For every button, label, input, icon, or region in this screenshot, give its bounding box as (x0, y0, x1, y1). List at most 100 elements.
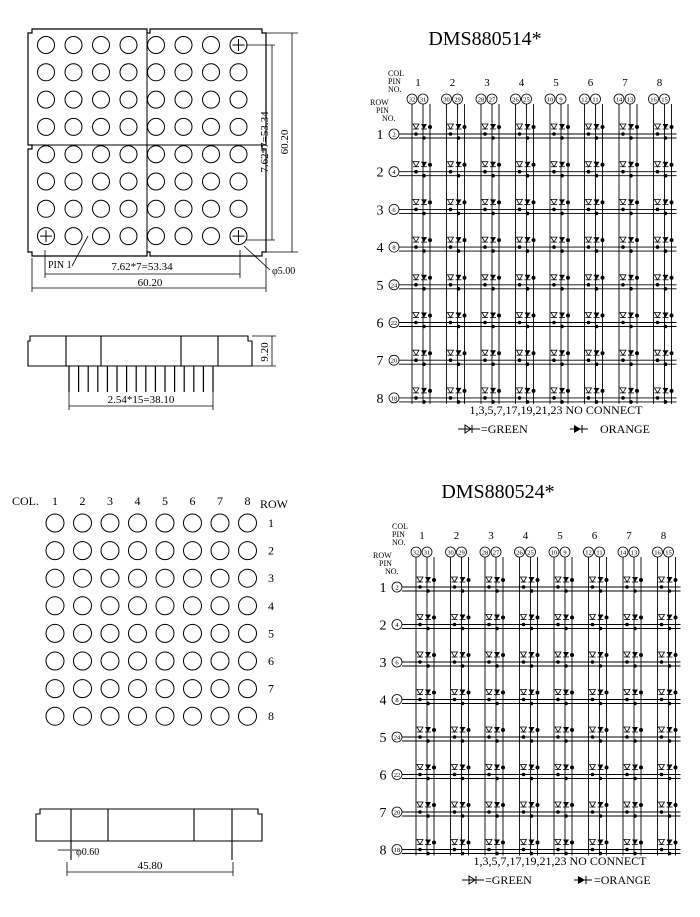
green-led-diode (515, 387, 524, 394)
row-pin-number: 20 (394, 810, 401, 817)
green-led-diode (653, 198, 662, 206)
junction-dot (604, 653, 609, 657)
side-height-label: 9.20 (259, 342, 271, 362)
row-pin-number: 2 (392, 132, 395, 139)
junction-dot (663, 400, 668, 404)
junction-dot (633, 776, 637, 781)
col-number: 1 (415, 77, 421, 89)
dim-rows-label: 7.62*7=53.34 (259, 111, 271, 173)
legend-green-label: =GREEN (485, 873, 532, 887)
led-position (100, 623, 120, 643)
green-led-diode (619, 349, 627, 356)
orange-led-diode (593, 274, 600, 280)
junction-dot (497, 351, 501, 356)
row-pin-number: 22 (391, 320, 398, 327)
junction-dot (669, 238, 674, 243)
row-pin-header: PIN (379, 559, 392, 568)
orange-led-diode (490, 387, 496, 393)
junction-dot (673, 578, 678, 582)
green-led-diode (584, 236, 593, 243)
junction-dot (428, 162, 432, 167)
green-led-diode (416, 764, 424, 771)
green-led-diode (554, 576, 562, 583)
col-pin-number: 15 (665, 550, 672, 557)
led-circle (37, 63, 55, 82)
led-position (73, 706, 92, 726)
led-position (128, 679, 147, 699)
junction-dot (495, 851, 499, 856)
junction-dot (460, 664, 465, 668)
junction-dot (598, 814, 603, 818)
led-position (45, 568, 65, 588)
orange-led-diode (628, 387, 634, 393)
junction-dot (560, 324, 564, 329)
led-position (238, 541, 257, 561)
row-number: 3 (380, 656, 387, 671)
row-pin-number: 8 (395, 697, 398, 704)
col-pin-number: 30 (443, 97, 450, 104)
junction-dot (621, 132, 625, 136)
junction-dot (521, 810, 526, 814)
green-led-diode (519, 614, 528, 621)
junction-dot (448, 132, 453, 136)
junction-dot (418, 847, 422, 852)
green-led-diode (519, 726, 528, 733)
row-number: 4 (268, 599, 274, 613)
led-circle (37, 117, 55, 136)
led-circle (229, 145, 248, 164)
row-number: 4 (377, 241, 384, 256)
junction-dot (600, 125, 605, 129)
junction-dot (487, 735, 491, 739)
junction-dot (529, 664, 534, 668)
junction-dot (497, 200, 501, 205)
junction-dot (600, 200, 605, 205)
orange-led-diode (662, 237, 669, 243)
junction-dot (564, 814, 568, 818)
row-pin-header: ROW (373, 551, 392, 560)
green-led-diode (588, 801, 597, 808)
orange-led-diode (559, 199, 565, 205)
junction-dot (621, 396, 625, 400)
green-led-diode (550, 236, 558, 243)
orange-led-diode (662, 274, 669, 280)
col-pin-header: NO. (392, 538, 406, 547)
junction-dot (456, 211, 461, 216)
led-position (128, 706, 147, 726)
orange-led-diode (490, 161, 496, 167)
orange-led-diode (528, 727, 535, 732)
green-led-diode (450, 576, 459, 583)
junction-dot (621, 358, 625, 363)
col-pin-number: 16 (654, 550, 661, 557)
junction-dot (655, 396, 660, 400)
led-circle (119, 145, 138, 164)
green-led-diode (584, 198, 593, 206)
orange-led-diode (628, 274, 634, 280)
junction-dot (529, 701, 534, 706)
junction-dot (621, 320, 625, 325)
led-position (100, 596, 120, 616)
junction-dot (452, 847, 457, 852)
junction-dot (667, 701, 672, 706)
led-position (210, 513, 230, 533)
row-pin-header: NO. (382, 114, 396, 123)
junction-dot (517, 283, 522, 287)
junction-dot (552, 132, 556, 136)
col-pin-number: 32 (409, 97, 416, 104)
led-position (183, 596, 202, 616)
led-circle (147, 63, 165, 82)
col-number: 8 (657, 77, 663, 89)
orange-led-diode (597, 839, 604, 845)
junction-dot (673, 765, 678, 770)
row-pin-number: 20 (391, 358, 398, 365)
led-circle (147, 117, 165, 136)
junction-dot (428, 388, 432, 393)
col-number: 4 (523, 530, 529, 542)
junction-dot (633, 851, 637, 856)
junction-dot (556, 622, 560, 627)
orange-led-diode (666, 652, 673, 657)
junction-dot (564, 589, 568, 593)
green-led-diode (619, 236, 627, 243)
junction-dot (521, 772, 526, 777)
orange-led-diode (628, 312, 634, 318)
green-led-diode (412, 198, 420, 206)
